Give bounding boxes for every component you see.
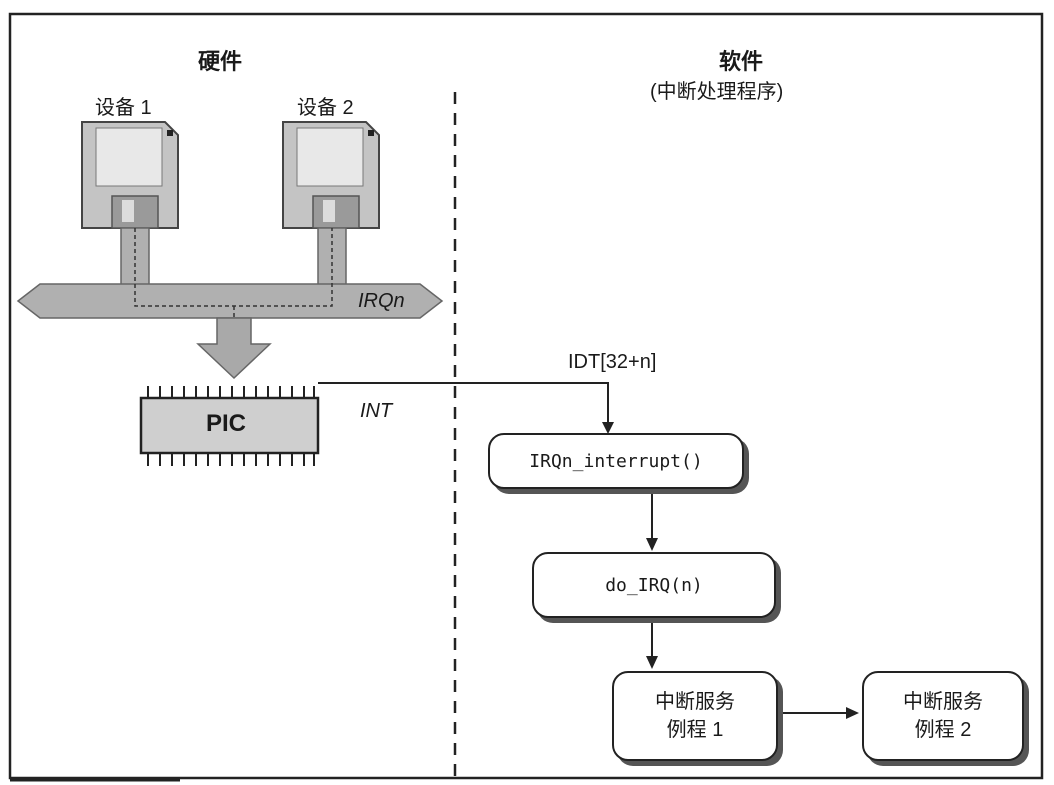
isr-1-line1: 中断服务 (655, 688, 735, 716)
bus-to-pic-arrow (198, 318, 270, 378)
isr-2-line1: 中断服务 (903, 688, 983, 716)
int-label: INT (360, 400, 392, 423)
isr-2-box: 中断服务 例程 2 (862, 671, 1024, 761)
device-1-label: 设备 1 (95, 91, 152, 120)
pic-label: PIC (206, 410, 246, 438)
do-irq-label: do_IRQ(n) (605, 575, 703, 596)
arrow-irq-to-doirq-head (646, 538, 658, 551)
arrow-doirq-to-isr1-head (646, 656, 658, 669)
do-irq-box: do_IRQ(n) (532, 552, 776, 618)
software-heading: 软件 (719, 44, 763, 76)
irq-bus-label: IRQn (358, 290, 405, 313)
arrow-isr1-to-isr2-head (846, 707, 859, 719)
software-subheading: (中断处理程序) (650, 75, 783, 104)
irq-interrupt-label: IRQn_interrupt() (529, 451, 702, 472)
device-2-label: 设备 2 (297, 91, 354, 120)
isr-2-line2: 例程 2 (915, 716, 972, 744)
hardware-heading: 硬件 (198, 44, 242, 76)
isr-1-box: 中断服务 例程 1 (612, 671, 778, 761)
isr-1-line2: 例程 1 (667, 716, 724, 744)
idt-label: IDT[32+n] (568, 351, 656, 374)
device-2-icon (283, 122, 379, 228)
irq-interrupt-box: IRQn_interrupt() (488, 433, 744, 489)
pic-pins-bottom (148, 453, 314, 466)
pic-pins-top (148, 386, 314, 398)
device-1-icon (82, 122, 178, 228)
